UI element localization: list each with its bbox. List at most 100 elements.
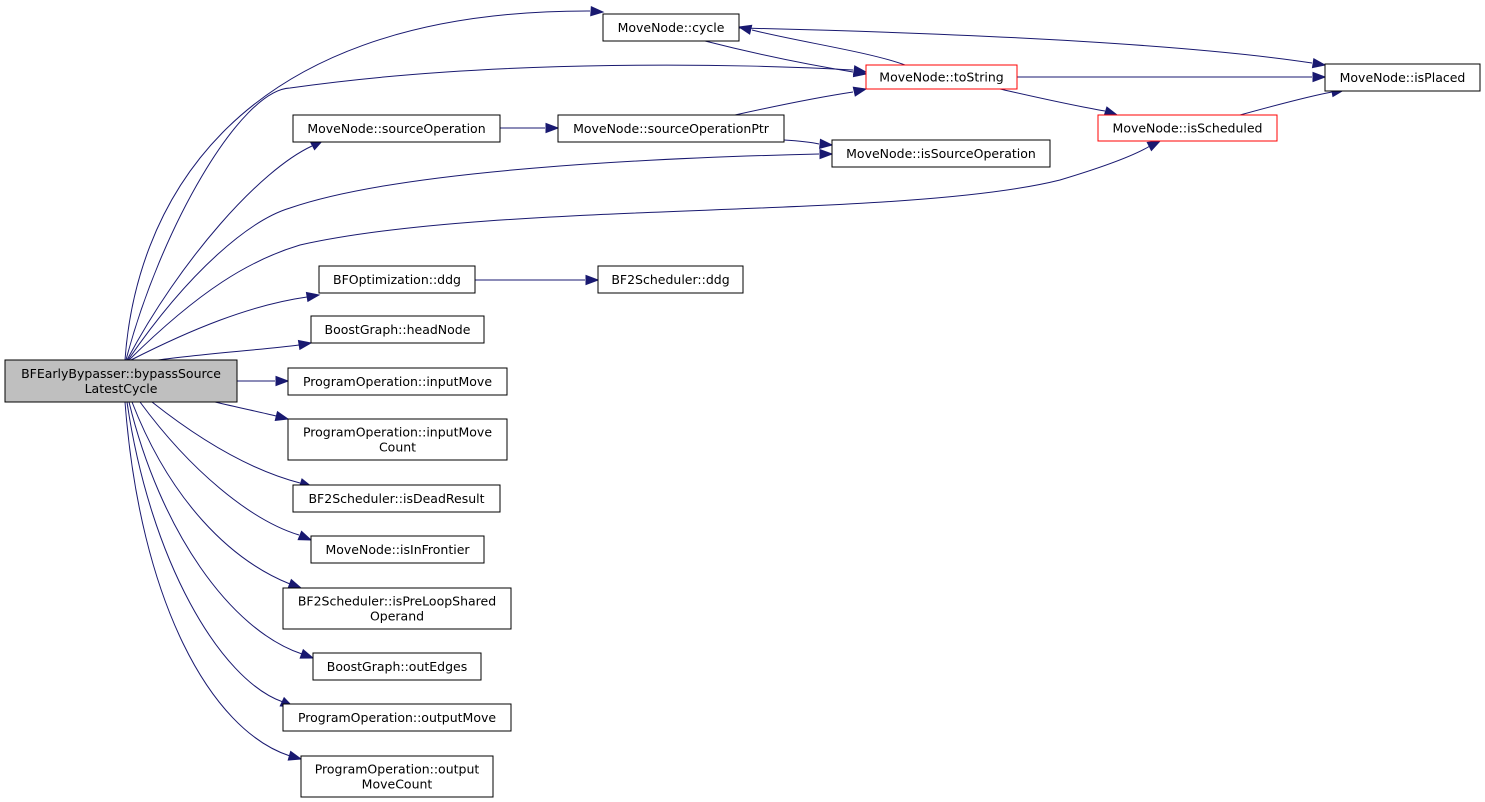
node-box [312,652,482,681]
edge-arrowhead [1312,71,1327,83]
edge-root-to-outEdges [128,401,315,659]
edge-cycle-to-toString [704,40,868,78]
edge-root-to-isPreLoop [131,401,303,589]
edge-arrowhead [274,410,290,422]
node-label: BF2Scheduler::isDeadResult [308,491,484,506]
edge-root-to-isInFrontier [139,401,313,541]
node-label: MoveNode::sourceOperation [307,121,485,136]
node-box [602,13,740,42]
edge-isScheduled-to-isPlaced [1239,86,1346,116]
edge-line [151,401,301,484]
edge-root-to-headNode [157,339,313,361]
edge-line [1239,91,1333,116]
node-label: LatestCycle [85,381,158,396]
edge-root-to-inputMove [237,375,290,387]
node-out-edges[interactable]: BoostGraph::outEdges [312,652,482,681]
edge-line [125,64,854,361]
edge-sourceOperationPtr-to-isSourceOperation [783,138,834,150]
node-head-node[interactable]: BoostGraph::headNode [310,315,485,344]
edge-root-to-outputMoveCount [124,401,303,761]
edge-cycle-to-isPlaced [738,27,1327,69]
node-cycle[interactable]: MoveNode::cycle [602,13,740,42]
edge-line [130,296,308,361]
edge-arrowhead [297,530,313,541]
node-label: BF2Scheduler::ddg [611,272,729,287]
edge-arrowhead [852,86,868,97]
node-is-scheduled[interactable]: MoveNode::isScheduled [1097,114,1278,142]
node-label: BoostGraph::headNode [325,322,471,337]
edge-arrowhead [1103,106,1119,117]
node-is-dead-result[interactable]: BF2Scheduler::isDeadResult [292,484,501,513]
node-source-operation[interactable]: MoveNode::sourceOperation [292,114,501,143]
node-box [282,703,512,732]
node-output-move[interactable]: ProgramOperation::outputMove [282,703,512,732]
edge-arrowhead [819,148,834,160]
edge-line [139,401,300,536]
node-box [287,367,508,396]
edge-root-to-bfoddg [130,291,321,361]
edge-toString-to-cycle [737,24,906,66]
node-label: MoveCount [362,777,433,792]
node-source-operation-ptr[interactable]: MoveNode::sourceOperationPtr [557,114,785,143]
edge-root-to-sourceOperation [126,139,325,361]
edge-arrowhead [545,122,560,134]
node-is-source-operation[interactable]: MoveNode::isSourceOperation [831,139,1051,168]
node-box [318,265,476,294]
edge-arrowhead [1311,57,1327,69]
node-to-string[interactable]: MoveNode::toString [865,64,1018,90]
node-is-in-frontier[interactable]: MoveNode::isInFrontier [310,535,485,564]
node-box [282,587,512,630]
edge-root-to-isScheduled [128,140,1162,361]
edge-arrowhead [297,339,313,351]
edge-line [126,145,313,361]
edge-line [128,145,1151,361]
edge-arrowhead [287,578,303,589]
node-box [4,359,238,403]
node-input-move[interactable]: ProgramOperation::inputMove [287,367,508,396]
node-box [310,315,485,344]
node-box [287,418,508,461]
edge-line [124,401,291,757]
edge-arrowhead [819,138,834,150]
edge-arrowhead [275,375,290,387]
node-box [597,265,744,294]
edge-toString-to-isPlaced [1017,71,1327,83]
node-label: ProgramOperation::inputMove [303,374,492,389]
node-box [865,64,1018,90]
edge-arrowhead [737,24,753,35]
node-label: BFOptimization::ddg [333,272,461,287]
edge-arrowhead [585,274,600,286]
node-box [1324,63,1481,92]
node-label: MoveNode::toString [879,70,1003,85]
edge-sourceOperation-to-sourceOperationPtr [500,122,560,134]
node-bf2ddg[interactable]: BF2Scheduler::ddg [597,265,744,294]
edge-line [783,139,820,145]
nodes-layer: BFEarlyBypasser::bypassSourceLatestCycle… [4,13,1481,798]
edge-arrowhead [1146,140,1162,152]
edge-arrowhead [305,291,321,303]
edge-line [738,27,1313,64]
edge-root-to-outputMove [126,401,295,708]
node-bfoddg[interactable]: BFOptimization::ddg [318,265,476,294]
node-label: ProgramOperation::outputMove [298,710,496,725]
edge-root-to-inputMoveCount [214,401,290,422]
node-box [310,535,485,564]
node-label: Operand [370,609,424,624]
edge-toString-to-isScheduled [999,88,1119,117]
edge-sourceOperationPtr-to-toString [734,86,868,116]
edge-line [128,401,303,655]
node-box [1097,114,1278,142]
node-is-placed[interactable]: MoveNode::isPlaced [1324,63,1481,92]
node-box [831,139,1051,168]
node-label: BFEarlyBypasser::bypassSource [21,366,221,381]
edge-arrowhead [590,5,605,17]
node-label: Count [379,440,416,455]
edge-root-to-isSourceOperation [127,148,834,361]
edges-layer [124,5,1346,761]
edge-line [704,40,854,73]
